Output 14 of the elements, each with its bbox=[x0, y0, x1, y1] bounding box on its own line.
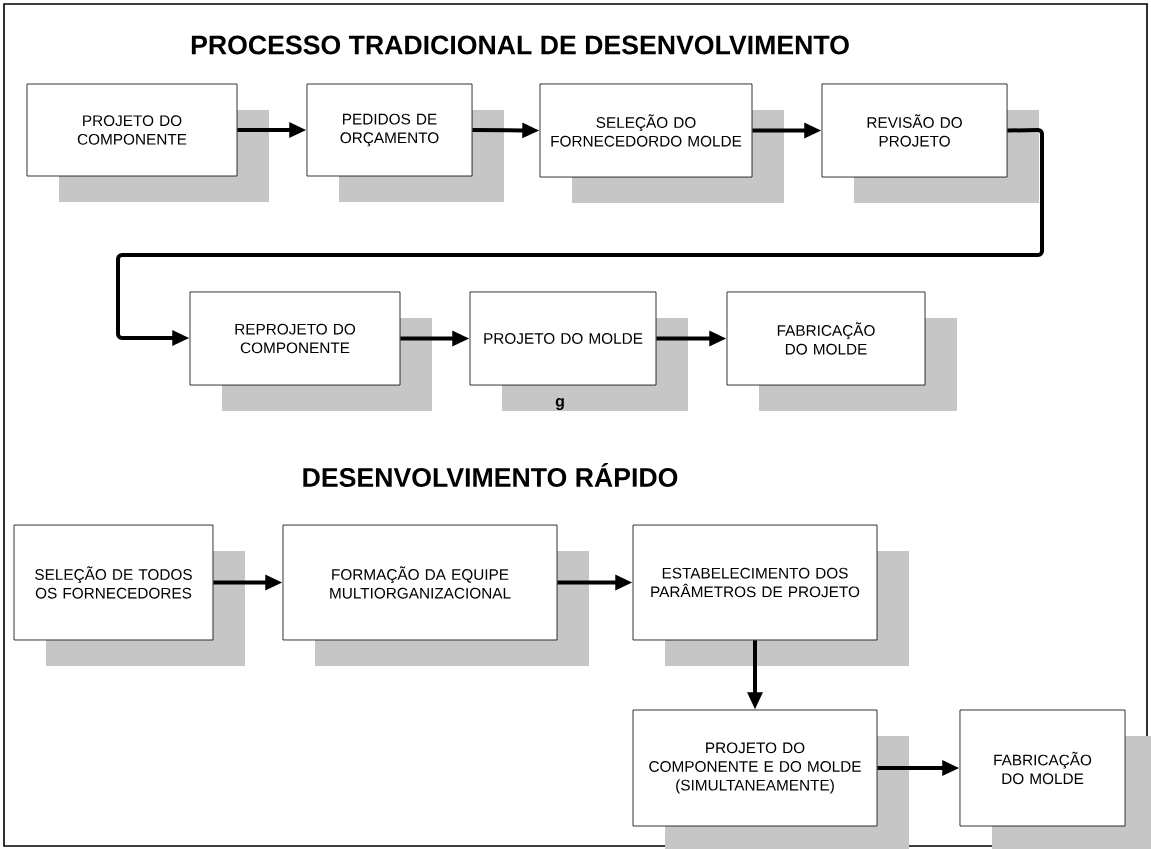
title: PROCESSO TRADICIONAL DE DESENVOLVIMENTO bbox=[191, 35, 849, 55]
process-box: REVISÃO DO PROJETO bbox=[821, 83, 1008, 178]
process-box: FABRICAÇÃO DO MOLDE bbox=[959, 709, 1126, 827]
process-box: FABRICAÇÃO DO MOLDE bbox=[726, 291, 926, 386]
process-box: ESTABELECIMENTO DOS PARÂMETROS DE PROJETO bbox=[632, 524, 878, 641]
process-box: PROJETO DO MOLDE bbox=[469, 291, 657, 386]
process-box: REPROJETO DO COMPONENTE bbox=[189, 291, 401, 386]
process-box: FORMAÇÃO DA EQUIPE MULTIORGANIZACIONAL bbox=[282, 524, 558, 641]
process-box: PROJETO DO COMPONENTE E DO MOLDE (SIMULTANEAMENTE) bbox=[632, 709, 878, 827]
process-box: PROJETO DO COMPONENTE bbox=[26, 83, 238, 177]
process-box: SELEÇÃO DO FORNECEDORDO MOLDE bbox=[539, 83, 753, 178]
process-box: PEDIDOS DE ORÇAMENTO bbox=[306, 83, 473, 177]
section-heading: DESENVOLVIMENTO RÁPIDO bbox=[303, 463, 678, 487]
process-box: SELEÇÃO DE TODOS OS FORNECEDORES bbox=[13, 524, 214, 641]
